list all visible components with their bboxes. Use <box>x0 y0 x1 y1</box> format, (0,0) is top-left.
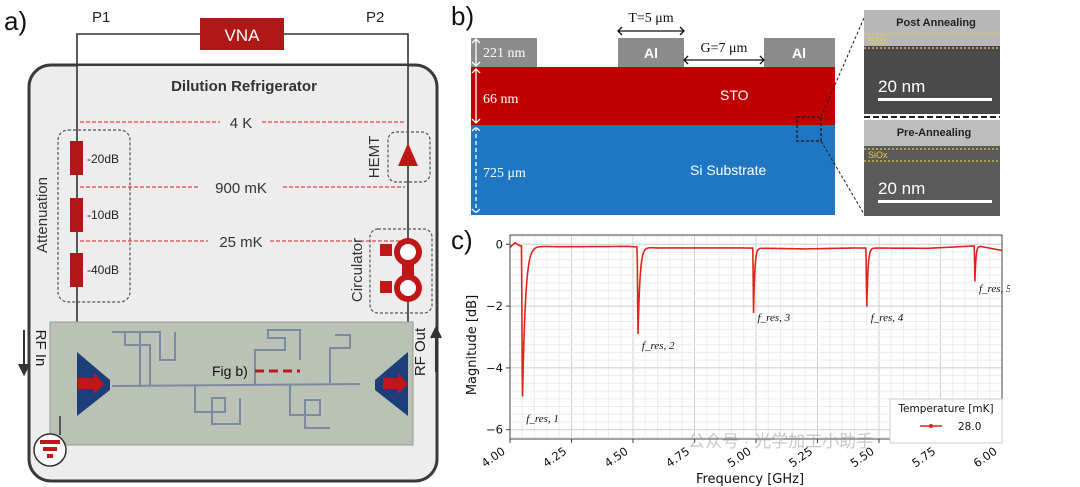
rf-out-up-arrow-icon <box>430 325 442 372</box>
x-tick-label: 6.00 <box>971 444 1000 470</box>
x-axis-title: Frequency [GHz] <box>696 472 804 487</box>
y-tick-label: −2 <box>486 299 503 313</box>
al-center-label: Al <box>644 45 658 61</box>
tem-post-annealing-title: Post Annealing <box>896 17 976 29</box>
legend-title: Temperature [mK] <box>897 403 993 415</box>
attenuator-40db-label: -40dB <box>87 263 119 277</box>
x-tick-label: 5.75 <box>909 444 938 470</box>
al-thickness-label: 221 nm <box>483 46 526 61</box>
circulator-group <box>369 228 433 314</box>
hemt-amplifier-icon <box>398 143 418 166</box>
rf-in-arrow-icon <box>78 373 104 394</box>
tem-post-scale-label: 20 nm <box>878 77 925 96</box>
tem-post-scale-bar <box>878 98 992 101</box>
al-left-pad <box>471 38 537 67</box>
rf-out-label: RF Out <box>412 327 429 376</box>
vna-label: VNA <box>225 26 261 45</box>
sto-thickness-label: 66 nm <box>483 92 519 107</box>
zoom-region <box>796 116 822 142</box>
y-tick-label: −6 <box>486 423 503 437</box>
ground-icon <box>33 433 67 467</box>
al-center-strip <box>618 38 684 67</box>
hemt-group <box>387 131 431 183</box>
attenuation-group <box>57 129 131 303</box>
y-tick-label: −4 <box>486 361 503 375</box>
fig-b-reference: Fig b) <box>212 363 248 379</box>
x-tick-label: 4.50 <box>602 444 631 470</box>
rf-in-label: RF In <box>32 330 49 367</box>
chip-meander-resonators <box>111 329 361 429</box>
stage-900mk: 900 mK <box>215 180 267 197</box>
vna-box <box>200 18 284 50</box>
resonance-label-5: f_res, 5 <box>979 283 1010 295</box>
y-axis-title: Magnitude [dB] <box>465 295 480 395</box>
attenuator-10db-label: -10dB <box>87 208 119 222</box>
chart-legend: Temperature [mK] 28.0 <box>889 398 1003 444</box>
circulator-label: Circulator <box>349 238 366 302</box>
x-tick-label: 4.00 <box>479 444 508 470</box>
stage-lines <box>80 121 405 242</box>
circulator-icon <box>380 238 422 302</box>
sto-layer <box>471 67 835 125</box>
panel-a: a) P1 P2 VNA Dilution Refrigerator 4 K 9… <box>4 6 442 483</box>
series-28mk-line <box>509 242 1003 397</box>
resonance-label-4: f_res, 4 <box>871 312 904 324</box>
si-substrate <box>471 125 835 215</box>
tem-pre-scale-label: 20 nm <box>878 179 925 198</box>
panel-a-letter: a) <box>4 6 27 36</box>
watermark: 公众号 · 光学加工小助手 <box>688 432 873 451</box>
t-dim-label: T=5 μm <box>628 11 673 26</box>
panel-b: b) Al Al T=5 μm G=7 μm 221 nm 66 nm STO … <box>451 1 1000 216</box>
resonance-label-1: f_res, 1 <box>526 413 559 425</box>
rf-in-down-arrow-icon <box>18 330 30 377</box>
resonance-label-2: f_res, 2 <box>642 340 675 352</box>
tem-pre-annealing-title: Pre-Annealing <box>897 127 972 139</box>
fridge-title: Dilution Refrigerator <box>171 78 317 95</box>
y-tick-label: 0 <box>496 237 503 251</box>
resonance-label-3: f_res, 3 <box>758 312 791 324</box>
tem-post-sio-label: SiOx <box>868 36 888 46</box>
si-thickness-label: 725 μm <box>483 166 526 181</box>
sto-label: STO <box>720 87 749 103</box>
g-dim-label: G=7 μm <box>701 41 748 56</box>
tem-pre-sio-label: SiOx <box>868 150 888 160</box>
panel-c-letter: c) <box>451 227 473 255</box>
si-label: Si Substrate <box>690 162 766 178</box>
panel-b-letter: b) <box>451 1 474 31</box>
x-tick-label: 4.25 <box>540 444 569 470</box>
sto-thickness-arrow <box>471 68 481 124</box>
legend-marker <box>929 424 933 428</box>
legend-series-name: 28.0 <box>958 421 981 433</box>
rf-out-arrow-icon <box>383 373 408 394</box>
stage-4k: 4 K <box>230 115 253 132</box>
al-right-label: Al <box>792 45 806 61</box>
tem-pre-scale-bar <box>878 200 992 203</box>
g-dim-arrow <box>683 55 765 65</box>
attenuation-label: Attenuation <box>34 177 51 253</box>
attenuator-10db <box>70 198 83 232</box>
stage-25mk: 25 mK <box>219 234 262 251</box>
al-thickness-arrow <box>471 38 481 67</box>
t-dim-arrow <box>617 26 685 36</box>
port-p1-label: P1 <box>92 9 110 26</box>
hemt-label: HEMT <box>366 136 383 179</box>
si-thickness-arrow <box>471 126 481 214</box>
attenuator-20db-label: -20dB <box>87 152 119 166</box>
port-p2-label: P2 <box>366 9 384 26</box>
attenuator-40db <box>70 253 83 287</box>
attenuator-20db <box>70 141 83 175</box>
al-right-pad <box>764 38 835 67</box>
